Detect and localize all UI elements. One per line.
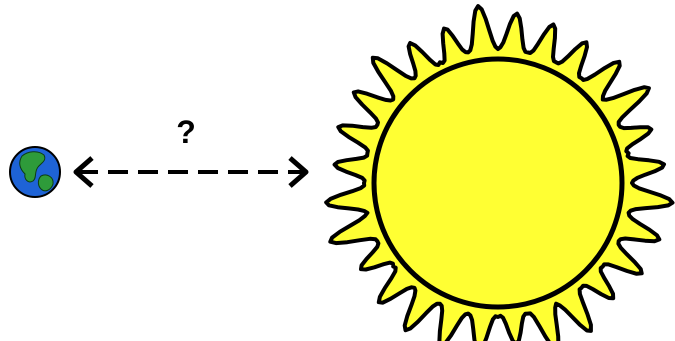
distance-arrow bbox=[76, 158, 306, 186]
unknown-distance-label: ? bbox=[171, 116, 201, 148]
sun-body bbox=[374, 59, 622, 307]
earth-icon bbox=[10, 147, 60, 197]
